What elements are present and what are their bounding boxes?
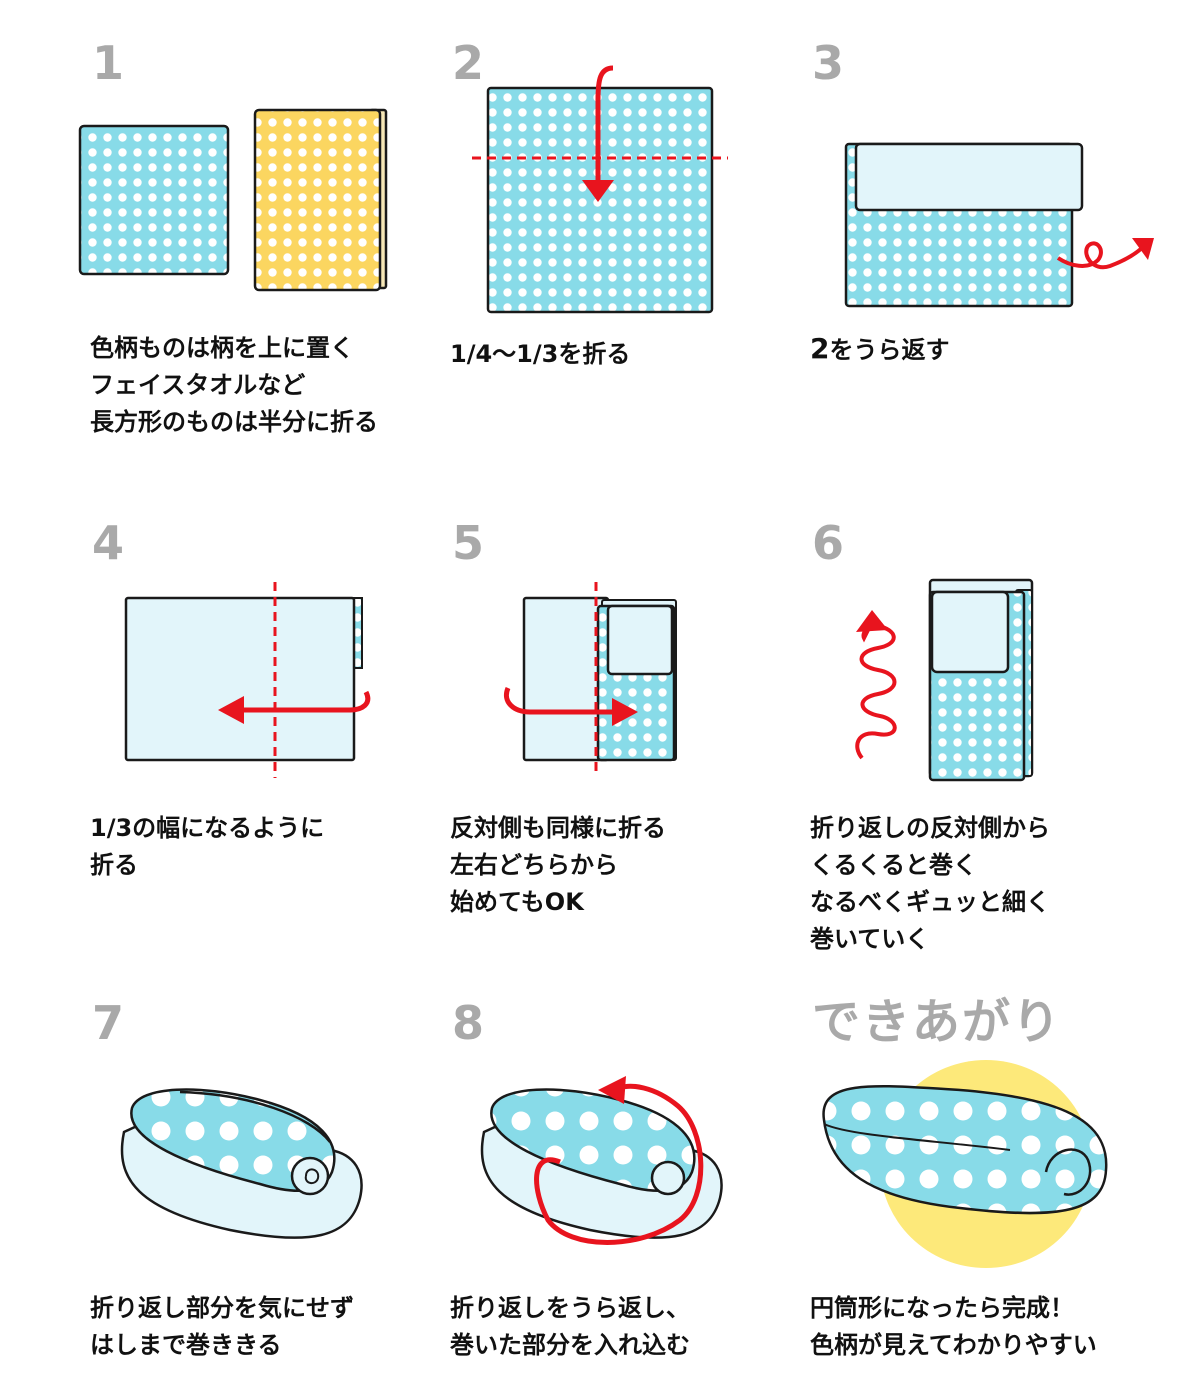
step-number-1: 1 (92, 36, 125, 90)
step-ref-2: 2 (810, 332, 830, 365)
step-2-illustration (472, 65, 728, 314)
roll-end (290, 1156, 330, 1196)
inner-flap (606, 604, 674, 676)
step-number-finished: できあがり (812, 994, 1063, 1050)
step-4-caption: 1/3の幅になるように 折る (90, 814, 325, 879)
step-8-illustration (480, 1076, 723, 1245)
step-number-6: 6 (812, 516, 845, 570)
step-number-8: 8 (452, 996, 485, 1050)
step-number-5: 5 (452, 516, 485, 570)
roll-flap (179, 1090, 331, 1143)
step-4-illustration (124, 582, 371, 778)
step-number-2: 2 (452, 36, 485, 90)
step-number-3: 3 (812, 36, 845, 90)
step-3-caption: 2をうら返す (810, 332, 950, 365)
step-7-caption: 折り返し部分を気にせず はしまで巻ききる (90, 1294, 354, 1359)
finished-roll (822, 1085, 1108, 1215)
fold-down-arrow (595, 65, 614, 190)
face-towel (253, 108, 382, 292)
roll-end (650, 1160, 686, 1196)
tuck-arrow (534, 1083, 704, 1245)
step-number-4: 4 (92, 516, 125, 570)
towel-flap (930, 590, 1010, 674)
folded-towel (124, 596, 356, 762)
step-3-illustration (844, 142, 1154, 308)
step-6-caption: 折り返しの反対側から くるくると巻く なるべくギュッと細く 巻いていく (810, 814, 1050, 953)
step-1-caption: 色柄ものは柄を上に置く フェイスタオルなど 長方形のものは半分に折る (90, 334, 378, 436)
fold-left-arrow (240, 690, 371, 713)
fold-right-arrow (504, 687, 616, 715)
step-5-caption: 反対側も同様に折る 左右どちらから 始めてもOK (450, 814, 666, 916)
step-7-illustration (120, 1088, 363, 1239)
square-towel (78, 124, 230, 276)
step-1-illustration (78, 108, 388, 292)
finished-caption: 円筒形になったら完成！ 色柄が見えてわかりやすい (810, 1294, 1097, 1359)
finished-illustration (822, 1060, 1108, 1268)
step-number-7: 7 (92, 996, 125, 1050)
step-5-illustration (504, 582, 677, 776)
roll-spiral-arrow (855, 623, 897, 760)
roll-body (130, 1088, 336, 1192)
flip-arrow (1056, 241, 1146, 270)
step-2-caption: 1/4〜1/3を折る (450, 340, 631, 368)
folded-flap (854, 142, 1084, 212)
step-8-caption: 折り返しをうら返し、 巻いた部分を入れ込む (450, 1294, 690, 1359)
step-6-illustration (855, 578, 1034, 782)
